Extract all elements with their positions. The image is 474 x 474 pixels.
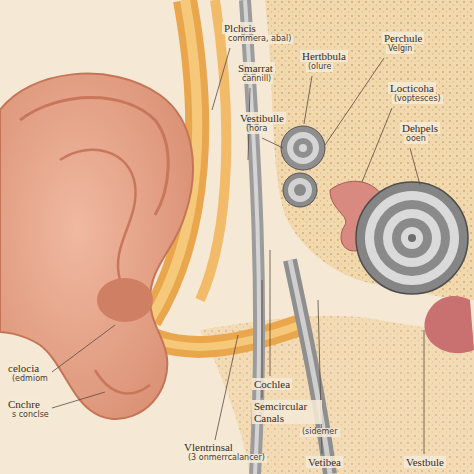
helix-fold	[20, 98, 168, 216]
part-label: (voptesces)	[392, 95, 443, 104]
canal-wall	[200, 0, 226, 300]
grey-band	[290, 260, 330, 474]
part-label: Hertbbula	[300, 50, 348, 62]
part-label: Vestbule	[404, 456, 446, 468]
cochlea-spiral	[356, 182, 468, 294]
part-label: (olure	[306, 63, 333, 72]
part-label: Vestibulle	[238, 112, 286, 124]
concha	[97, 278, 153, 322]
part-label: Dehpels	[400, 122, 440, 134]
part-label: Vetibea	[306, 456, 343, 468]
part-label: Perchule	[382, 32, 424, 44]
part-label: cannill)	[240, 75, 273, 84]
temporal-bone	[265, 0, 474, 300]
part-label: (edmiom	[10, 375, 50, 384]
part-label: s conclse	[10, 411, 51, 420]
canal-spiral	[283, 173, 317, 207]
part-label: celocia	[6, 362, 41, 374]
vestibule-spiral	[281, 126, 325, 170]
part-label: Plchcis	[222, 22, 258, 34]
lobe-fold	[95, 370, 150, 393]
antihelix-fold	[60, 150, 136, 280]
grey-band	[290, 260, 330, 474]
auricle	[0, 74, 193, 419]
part-label: Semcircular Canals	[252, 400, 322, 424]
part-label: commera, abal)	[226, 35, 293, 44]
part-label: ooen	[404, 135, 428, 144]
part-label: Vlentrinsal	[182, 441, 235, 453]
part-label: Cnchre	[6, 398, 42, 410]
part-label: Cochlea	[252, 378, 292, 390]
part-label: (sidemer	[300, 428, 340, 437]
leader-lines	[52, 48, 424, 454]
part-label: (hora	[244, 125, 269, 134]
part-label: Smarrat	[236, 62, 275, 74]
part-label: (3 onmerrcalancer)	[186, 454, 267, 463]
vessel	[424, 296, 474, 353]
part-label: Velgin	[386, 45, 414, 54]
part-label: Locticoha	[388, 82, 436, 94]
